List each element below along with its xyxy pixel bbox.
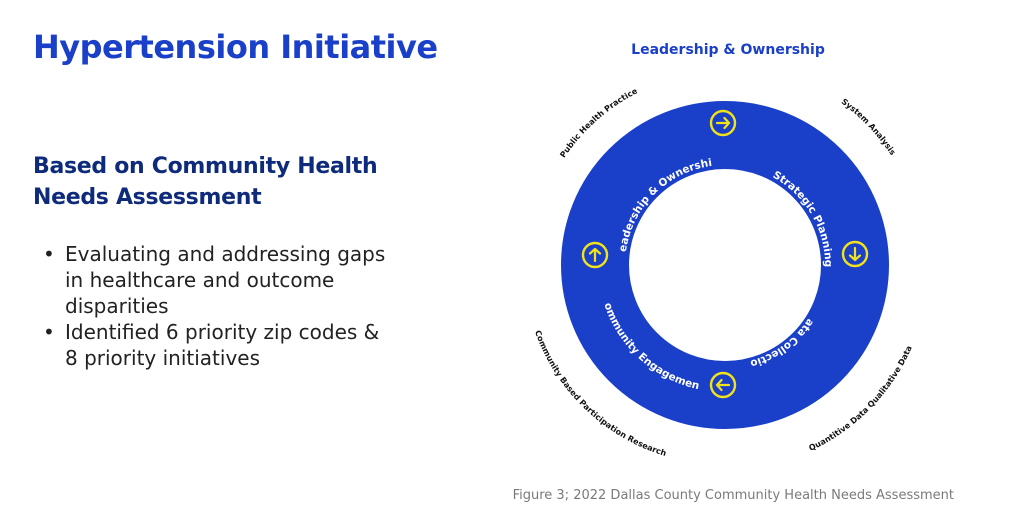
cycle-diagram: Leadership & Ownership Leadership & Owne… [496,16,914,458]
bullet-item: Identified 6 priority zip codes & 8 prio… [43,319,393,371]
diagram-heading: Leadership & Ownership [631,42,825,58]
bullet-list: Evaluating and addressing gaps in health… [43,241,393,371]
bullet-item: Evaluating and addressing gaps in health… [43,241,393,319]
figure-caption: Figure 3; 2022 Dallas County Community H… [512,488,954,503]
arrow-right-icon [709,109,737,137]
slide-title: Hypertension Initiative [33,28,438,66]
arrow-left-icon [709,371,737,399]
arrow-down-icon [841,240,869,268]
slide-subtitle: Based on Community Health Needs Assessme… [33,154,378,210]
arrow-up-icon [581,241,609,269]
outer-label-system-analysis: System Analysis [840,97,898,157]
